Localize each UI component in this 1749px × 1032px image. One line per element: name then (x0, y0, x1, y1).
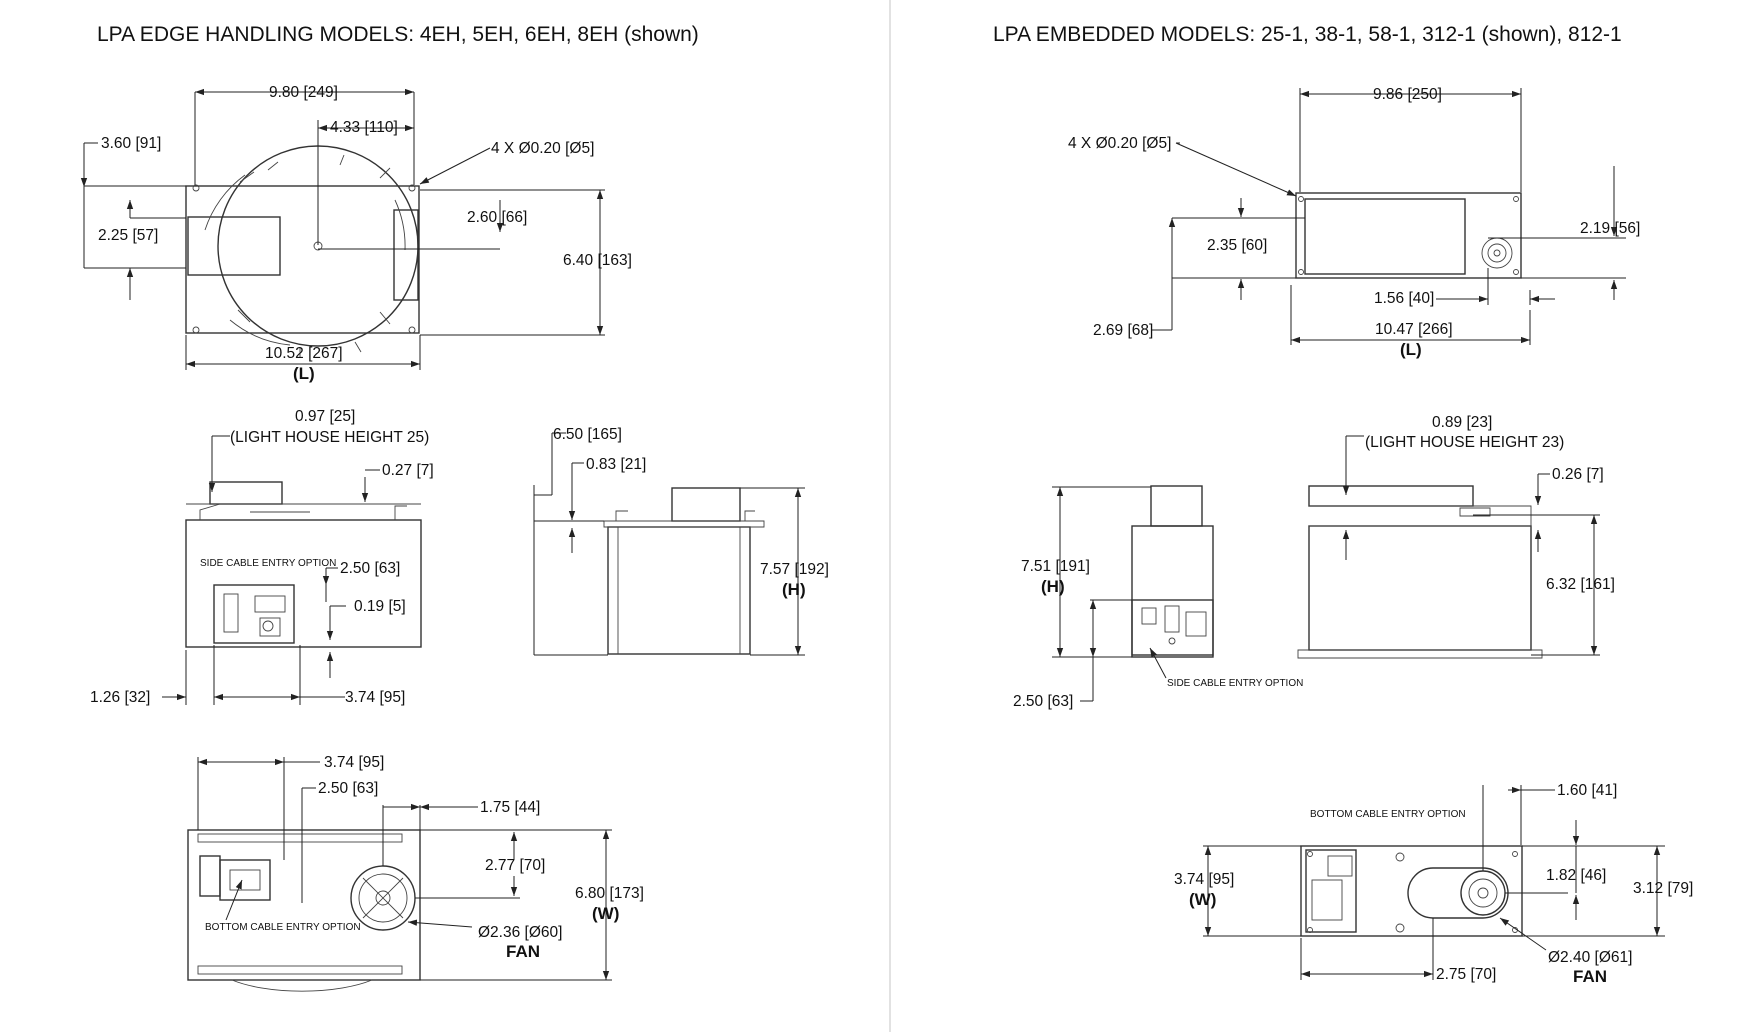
dim-bottom-277: 2.77 [70] (485, 857, 545, 874)
dim-front-250: 2.50 [63] (340, 560, 400, 577)
embedded-top-view (1295, 192, 1522, 279)
emb-side-cable-note: SIDE CABLE ENTRY OPTION (1167, 678, 1303, 689)
dim-front-027: 0.27 [7] (382, 462, 434, 479)
edge-length-tag: (L) (293, 364, 315, 383)
dim-emb-026: 0.26 [7] (1552, 466, 1604, 483)
dim-emb-182: 1.82 [46] (1546, 867, 1606, 884)
embedded-bottom-dims (1203, 785, 1665, 980)
embedded-side-view (1131, 485, 1214, 658)
dim-bottom-374: 3.74 [95] (324, 754, 384, 771)
dim-edge-433: 4.33 [110] (330, 119, 398, 136)
dim-emb-1047: 10.47 [266] (1375, 321, 1453, 338)
dim-emb-269: 2.69 [68] (1093, 322, 1153, 339)
dim-edge-225: 2.25 [57] (98, 227, 158, 244)
dim-emb-632: 6.32 [161] (1546, 576, 1615, 593)
dim-front-097: 0.97 [25] (295, 408, 355, 425)
edge-width-tag: (W) (592, 904, 619, 923)
dim-emb-holes: 4 X Ø0.20 [Ø5] (1068, 135, 1171, 152)
embedded-side-dims (1052, 486, 1167, 702)
dim-edge-640: 6.40 [163] (563, 252, 632, 269)
emb-height-tag: (H) (1041, 577, 1065, 596)
dim-emb-089: 0.89 [23] (1432, 414, 1492, 431)
dim-emb-156: 1.56 [40] (1374, 290, 1434, 307)
dim-emb-275: 2.75 [70] (1436, 966, 1496, 983)
edge-front-view (185, 481, 422, 648)
dim-front-019: 0.19 [5] (354, 598, 406, 615)
dim-front-374: 3.74 [95] (345, 689, 405, 706)
emb-length-tag: (L) (1400, 340, 1422, 359)
edge-top-view (185, 145, 420, 357)
emb-bottom-cable-note: BOTTOM CABLE ENTRY OPTION (1310, 809, 1466, 820)
dim-edge-980: 9.80 [249] (269, 84, 338, 101)
emb-width-tag: (W) (1189, 890, 1216, 909)
edge-side-view (603, 487, 765, 655)
dim-bottom-680: 6.80 [173] (575, 885, 644, 902)
dim-side-757: 7.57 [192] (760, 561, 829, 578)
embedded-front-view (1297, 485, 1543, 659)
dim-edge-holes: 4 X Ø0.20 [Ø5] (491, 140, 594, 157)
edge-bottom-dims (197, 757, 612, 981)
dim-emb-160: 1.60 [41] (1557, 782, 1617, 799)
dim-side-083: 0.83 [21] (586, 456, 646, 473)
edge-bottom-cable-note: BOTTOM CABLE ENTRY OPTION (205, 922, 361, 933)
dim-side-650: 6.50 [165] (553, 426, 622, 443)
dim-emb-751: 7.51 [191] (1021, 558, 1090, 575)
dim-front-126: 1.26 [32] (90, 689, 150, 706)
edge-front-dims (162, 435, 380, 705)
left-title: LPA EDGE HANDLING MODELS: 4EH, 5EH, 6EH,… (97, 23, 699, 46)
dim-emb-235: 2.35 [60] (1207, 237, 1267, 254)
edge-height-tag: (H) (782, 580, 806, 599)
dim-emb-fan-dia: Ø2.40 [Ø61] (1548, 949, 1632, 966)
dim-edge-360: 3.60 [91] (101, 135, 161, 152)
dim-emb-986: 9.86 [250] (1373, 86, 1442, 103)
dim-emb-219: 2.19 [56] (1580, 220, 1640, 237)
dim-edge-1052: 10.52 [267] (265, 345, 343, 362)
emb-fan-label: FAN (1573, 967, 1607, 986)
embedded-front-dims (1342, 435, 1600, 656)
right-title: LPA EMBEDDED MODELS: 25-1, 38-1, 58-1, 3… (993, 23, 1622, 46)
dim-bottom-fan-dia: Ø2.36 [Ø60] (478, 924, 562, 941)
dim-emb-374: 3.74 [95] (1174, 871, 1234, 888)
edge-side-cable-note: SIDE CABLE ENTRY OPTION (200, 558, 336, 569)
dim-emb-side-250: 2.50 [63] (1013, 693, 1073, 710)
dim-emb-312: 3.12 [79] (1633, 880, 1693, 897)
dim-front-lighthouse: (LIGHT HOUSE HEIGHT 25) (230, 429, 429, 446)
dim-emb-lighthouse: (LIGHT HOUSE HEIGHT 23) (1365, 434, 1564, 451)
embedded-top-dims (1152, 88, 1626, 345)
embedded-bottom-view (1300, 845, 1523, 937)
dim-bottom-175: 1.75 [44] (480, 799, 540, 816)
edge-top-dims (80, 88, 605, 370)
edge-bottom-view (187, 829, 421, 992)
dim-bottom-250: 2.50 [63] (318, 780, 378, 797)
dim-edge-260: 2.60 [66] (467, 209, 527, 226)
edge-fan-label: FAN (506, 942, 540, 961)
edge-side-dims (533, 432, 805, 656)
